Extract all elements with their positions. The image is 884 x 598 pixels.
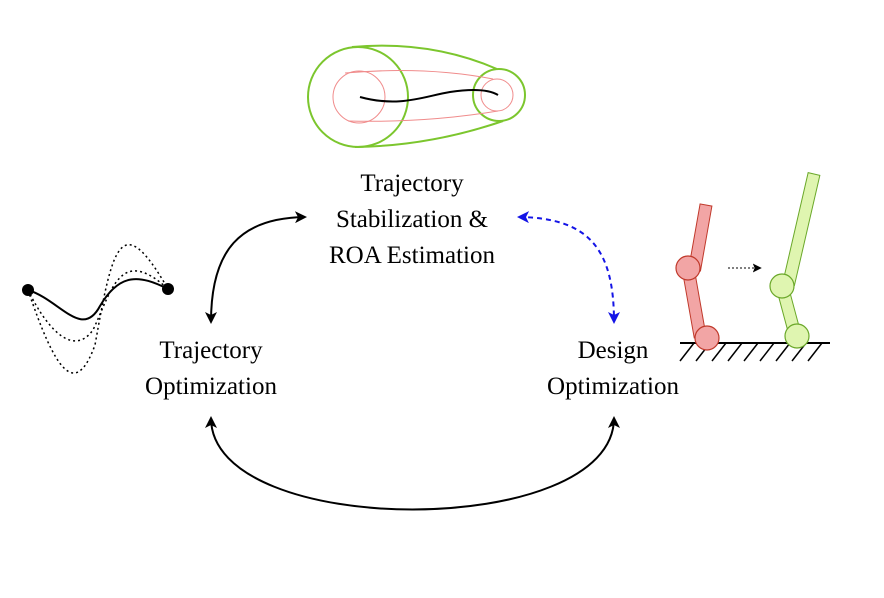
node-trajectory-optimization: Trajectory Optimization xyxy=(86,333,336,405)
node-design-optimization: Design Optimization xyxy=(488,333,738,405)
edge-trajectory-stabilization xyxy=(205,211,307,324)
trajectory-curves-icon xyxy=(22,244,174,374)
edge-trajectory-design xyxy=(205,416,620,511)
node-trajectory-stabilization: Trajectory Stabilization & ROA Estimatio… xyxy=(262,166,562,274)
roa-funnel-icon xyxy=(307,44,526,148)
node-trajectory-opt-line1: Trajectory xyxy=(159,337,263,364)
node-design-opt-line2: Optimization xyxy=(547,373,679,400)
node-stabilization-line2: Stabilization & xyxy=(335,206,489,233)
robot-leg-design-icon xyxy=(675,172,830,362)
node-design-opt-line1: Design xyxy=(577,337,649,364)
node-stabilization-line3: ROA Estimation xyxy=(329,242,495,269)
node-trajectory-opt-line2: Optimization xyxy=(145,373,277,400)
node-stabilization-line1: Trajectory xyxy=(360,170,464,197)
